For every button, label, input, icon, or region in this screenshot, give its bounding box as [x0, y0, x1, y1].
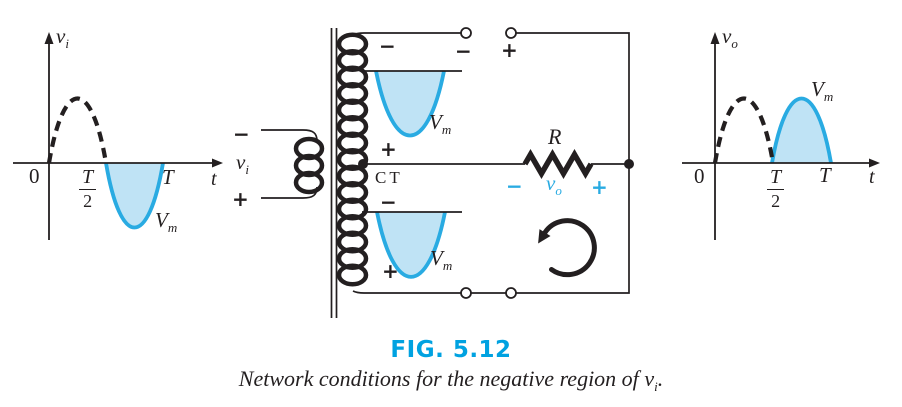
input-period-tick: T [162, 165, 174, 189]
circuit-wiring [352, 27, 634, 299]
secondary-bottom-lead [352, 290, 461, 294]
secondary-top-lead [352, 32, 461, 36]
top-winding-plus-sign: + [380, 137, 397, 161]
figure-caption-period: . [657, 366, 664, 391]
top-terminal-plus-sign: + [501, 38, 518, 62]
bottom-winding-halfwave-curve [375, 211, 447, 279]
figure-caption-text: Network conditions for the negative regi… [238, 366, 645, 391]
input-peak-label: Vm [155, 208, 178, 235]
output-y-axis-arrow-icon [710, 32, 720, 44]
input-positive-halfwave-dashed [46, 96, 109, 164]
bottom-terminal-right-circle [505, 287, 517, 299]
input-y-axis-arrow-icon [44, 32, 54, 44]
output-graph [682, 32, 880, 240]
primary-coil [293, 136, 325, 195]
input-x-axis-arrow-icon [212, 158, 223, 168]
output-y-axis-label: vo [722, 24, 738, 51]
input-graph [13, 32, 223, 240]
figure-caption-var: v [644, 366, 655, 391]
primary-plus-sign: + [232, 187, 249, 211]
top-terminal-left-circle [460, 27, 472, 39]
center-tap-minus-sign: − [380, 190, 397, 214]
current-arrow-head [538, 229, 551, 244]
secondary-coil [336, 32, 369, 287]
center-tap-dot [358, 159, 368, 169]
top-winding-peak-label: Vm [429, 110, 452, 137]
bottom-winding-peak-label: Vm [430, 246, 453, 273]
input-origin-label: 0 [29, 164, 40, 188]
output-x-axis-label: t [869, 166, 875, 188]
primary-minus-sign: − [233, 122, 250, 146]
top-terminal-right-circle [505, 27, 517, 39]
input-y-axis-label: vi [56, 24, 69, 51]
primary-voltage-label: vi [236, 150, 249, 177]
figure-caption-var-sub: i [654, 379, 658, 394]
figure-caption: Network conditions for the negative regi… [0, 366, 902, 394]
figure-number: FIG. 5.12 [390, 337, 512, 363]
top-winding-minus-sign: − [379, 34, 396, 58]
center-tap-label: CT [375, 168, 403, 187]
bottom-winding-plus-sign: + [382, 259, 399, 283]
resistor-zigzag [522, 149, 594, 179]
output-voltage-plus-sign: + [591, 175, 608, 199]
output-dashed-halfwave [712, 96, 776, 164]
output-voltage-minus-sign: − [506, 174, 523, 198]
output-origin-label: 0 [694, 164, 705, 188]
current-direction-arrow-icon [538, 218, 597, 278]
bottom-winding-waveform [362, 211, 462, 279]
input-x-axis-label: t [211, 168, 217, 190]
top-winding-halfwave-curve [374, 70, 446, 138]
junction-node-dot [624, 159, 634, 169]
top-terminal-minus-sign: − [455, 39, 472, 63]
bottom-terminal-left-circle [460, 287, 472, 299]
input-negative-halfwave-curve [104, 162, 165, 230]
resistor-label: R [548, 124, 562, 149]
top-winding-waveform [362, 70, 462, 138]
output-positive-halfwave-curve [770, 96, 833, 164]
current-arrow-arc [542, 218, 597, 278]
output-x-axis-arrow-icon [869, 158, 880, 168]
transformer [261, 28, 369, 318]
output-peak-label: Vm [811, 77, 834, 104]
output-period-tick: T [819, 163, 831, 187]
output-voltage-label: vo [546, 171, 562, 198]
